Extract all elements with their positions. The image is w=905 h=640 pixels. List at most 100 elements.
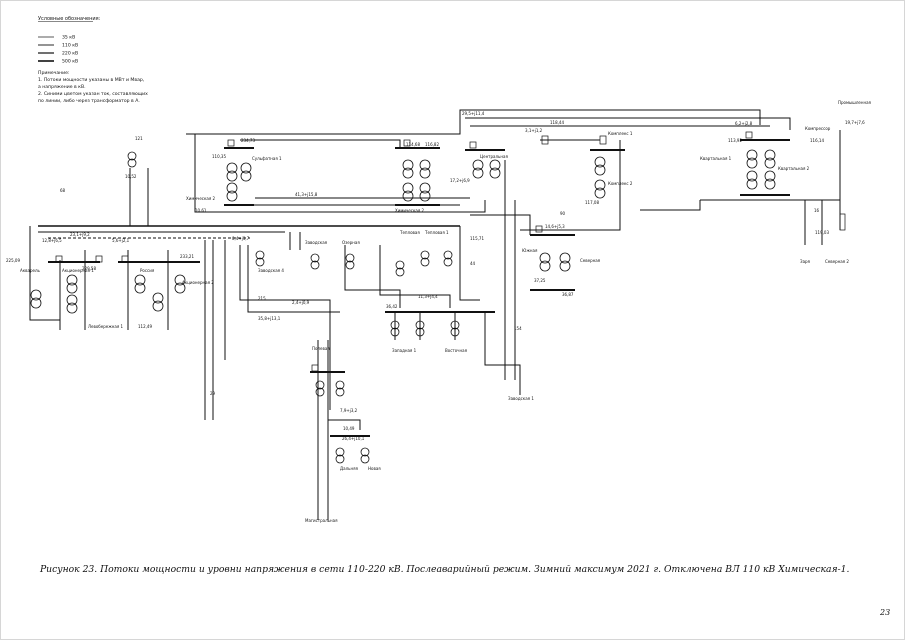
transformer-symbol [420, 250, 430, 267]
station-label: Дальняя [340, 466, 359, 471]
station-label: Западная 1 [392, 348, 417, 353]
flow-label: 3,1+j1,2 [525, 128, 543, 133]
station-label: Северная 2 [825, 259, 849, 264]
transformer-symbol [30, 289, 42, 309]
station-label: Тепловая 1 [424, 230, 449, 235]
flow-label: 41,3+j15,8 [295, 192, 318, 197]
transformer-symbol [255, 250, 265, 267]
figure-caption: Рисунок 23. Потоки мощности и уровни нап… [39, 564, 849, 575]
transformer-symbol [66, 274, 78, 294]
legend-item-35: 35 кВ [62, 35, 75, 41]
current-label: 90 [560, 211, 566, 216]
station-labels: Сульфатная 1 Химическая 2 Химическая 2 А… [20, 100, 872, 523]
flow-label: 12,8+j6,5 [42, 238, 62, 243]
notes-title: Примечание: [38, 70, 70, 76]
station-label: Комплекс 1 [608, 131, 633, 136]
voltage-label: 10,49 [343, 426, 355, 431]
station-label: Химическая 2 [186, 196, 216, 201]
station-label: Заводская 4 [258, 268, 284, 273]
station-label: Полевая [312, 346, 330, 351]
transformer-symbol [594, 179, 606, 199]
station-label: Промышленная [838, 100, 872, 105]
transformer-symbol [360, 447, 370, 464]
station-label: Магистральная [305, 518, 338, 523]
voltage-label: 37,25 [534, 278, 546, 283]
transformer-symbol [764, 149, 776, 169]
transformer-symbol [746, 170, 758, 190]
voltage-label: 10,61 [195, 208, 207, 213]
station-label: Южная [522, 248, 538, 253]
transformer-symbol [764, 170, 776, 190]
transformer-symbol [174, 274, 186, 294]
transformer-symbol [335, 380, 345, 397]
voltage-label: 113,92 [728, 138, 742, 143]
transformer-symbol [240, 162, 252, 182]
station-label: Компрессор [805, 126, 831, 131]
transformer-symbol [443, 250, 453, 267]
flow-label: 6,2+j2,8 [735, 121, 753, 126]
flow-label: 14,6+j5,3 [545, 224, 565, 229]
current-label: 215 [258, 296, 266, 301]
current-label: 121 [135, 136, 143, 141]
station-label: Акционерная 2 [182, 280, 214, 285]
transformer-symbol [419, 159, 431, 179]
transformer-symbol [395, 260, 405, 277]
station-label: Сульфатная 1 [252, 156, 282, 161]
legend-item-220: 220 кВ [62, 51, 78, 57]
notes: Примечание: 1. Потоки мощности указаны в… [38, 70, 148, 104]
station-label: Тепловая [399, 230, 420, 235]
transformer-symbol [472, 159, 484, 179]
transformer-symbol [415, 320, 425, 337]
current-label: 16 [814, 208, 820, 213]
voltage-label: 10,52 [125, 174, 137, 179]
flow-label: 2,4+j0,9 [292, 300, 310, 305]
current-label: 44 [470, 261, 476, 266]
voltage-label: 229,58 [82, 266, 96, 271]
flow-label: 19,7+j7,6 [845, 120, 865, 125]
transformer-symbol [134, 274, 146, 294]
flow-label: 23,1+j9,2 [70, 232, 90, 237]
voltage-label: 115,71 [470, 236, 484, 241]
station-label: Заводская 1 [508, 396, 534, 401]
voltage-label: 119,03 [815, 230, 829, 235]
transformer-symbol [450, 320, 460, 337]
voltage-label: 117,08 [585, 200, 599, 205]
transformer-symbol [127, 151, 137, 168]
notes-line-2: а напряжение в кВ. [38, 84, 86, 90]
voltage-label: 36,87 [562, 292, 574, 297]
station-label: Левобережная 1 [88, 324, 124, 329]
notes-line-4: по линии, либо через трансформатор в А. [38, 98, 140, 104]
legend: Условные обозначения: 35 кВ 110 кВ 220 к… [38, 16, 101, 65]
station-label: Новая [368, 466, 381, 471]
transformer-symbol [390, 320, 400, 337]
voltage-label: 114,68 [406, 142, 420, 147]
station-label: Северная [580, 258, 601, 263]
station-label: Акварель [20, 268, 41, 273]
flow-label: 17,2+j6,9 [450, 178, 470, 183]
voltage-label: 116,14 [810, 138, 824, 143]
transformer-symbol [66, 294, 78, 314]
transformer-symbol [226, 162, 238, 182]
voltage-label: 110,35 [212, 154, 226, 159]
transformer-symbol [226, 182, 238, 202]
transformer-symbol [559, 252, 571, 272]
legend-item-500: 500 кВ [62, 59, 78, 65]
transformers [30, 149, 776, 464]
busbars [48, 139, 790, 437]
station-label: Восточная [445, 348, 468, 353]
transformer-symbol [594, 156, 606, 176]
station-label: Центральная [480, 154, 508, 159]
station-label: Комплекс 2 [608, 181, 633, 186]
transformer-symbol [345, 253, 355, 270]
voltage-label: 36,42 [386, 304, 398, 309]
transformer-symbol [315, 380, 325, 397]
transformer-symbol [335, 447, 345, 464]
flow-label: 8,4+j3,7 [232, 236, 250, 241]
transformer-symbol [310, 253, 320, 270]
transformer-symbol [402, 159, 414, 179]
voltage-label: 233,21 [180, 254, 194, 259]
station-label: Озерная [342, 240, 360, 245]
station-label: Заря [800, 259, 811, 264]
voltage-label: 112,49 [138, 324, 152, 329]
